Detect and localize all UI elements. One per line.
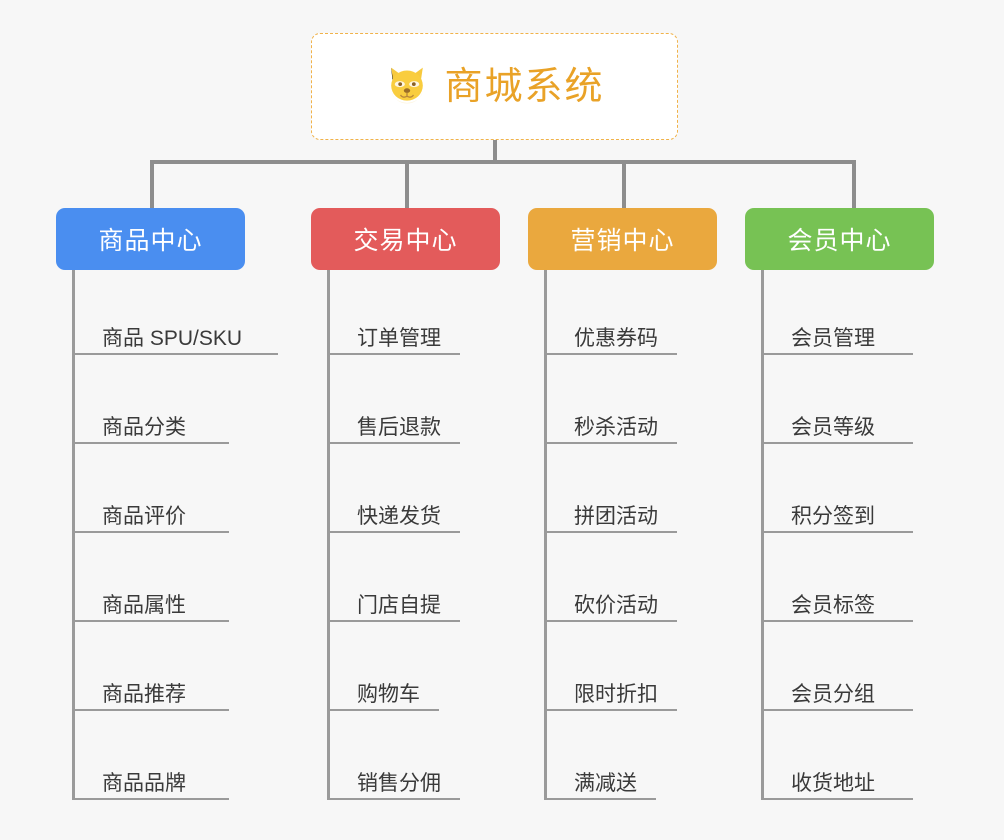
leaf-label: 优惠券码 bbox=[574, 326, 658, 350]
leaf-item[interactable]: 会员标签 bbox=[761, 580, 913, 622]
leaf-item[interactable]: 优惠券码 bbox=[544, 313, 677, 355]
leaf-label: 订单管理 bbox=[357, 326, 441, 350]
leaf-item[interactable]: 商品 SPU/SKU bbox=[72, 313, 278, 355]
leaf-item[interactable]: 满减送 bbox=[544, 758, 656, 800]
leaf-item[interactable]: 秒杀活动 bbox=[544, 402, 677, 444]
leaf-label: 会员标签 bbox=[791, 593, 875, 617]
leaf-label: 满减送 bbox=[574, 771, 637, 795]
leaf-item[interactable]: 收货地址 bbox=[761, 758, 913, 800]
leaf-label: 门店自提 bbox=[357, 593, 441, 617]
leaf-label: 会员等级 bbox=[791, 415, 875, 439]
leaf-item[interactable]: 积分签到 bbox=[761, 491, 913, 533]
leaf-label: 售后退款 bbox=[357, 415, 441, 439]
leaf-item[interactable]: 售后退款 bbox=[327, 402, 460, 444]
leaf-label: 商品属性 bbox=[102, 593, 186, 617]
leaf-label: 积分签到 bbox=[791, 504, 875, 528]
leaf-label: 快递发货 bbox=[357, 504, 441, 528]
leaf-label: 收货地址 bbox=[791, 771, 875, 795]
leaf-item[interactable]: 购物车 bbox=[327, 669, 439, 711]
leaf-item[interactable]: 订单管理 bbox=[327, 313, 460, 355]
leaf-item[interactable]: 商品评价 bbox=[72, 491, 229, 533]
leaf-item[interactable]: 限时折扣 bbox=[544, 669, 677, 711]
leaf-label: 商品评价 bbox=[102, 504, 186, 528]
leaf-item[interactable]: 会员管理 bbox=[761, 313, 913, 355]
branch-drop-connector-3 bbox=[622, 160, 626, 208]
branch-header-会员中心[interactable]: 会员中心 bbox=[745, 208, 934, 270]
leaf-item[interactable]: 砍价活动 bbox=[544, 580, 677, 622]
branch-spine-4 bbox=[761, 270, 764, 798]
root-node[interactable]: 商城系统 bbox=[311, 33, 678, 140]
leaf-label: 会员分组 bbox=[791, 682, 875, 706]
leaf-item[interactable]: 商品分类 bbox=[72, 402, 229, 444]
leaf-label: 限时折扣 bbox=[574, 682, 658, 706]
branch-spine-1 bbox=[72, 270, 75, 798]
branch-header-label: 会员中心 bbox=[787, 227, 892, 255]
root-title: 商城系统 bbox=[444, 65, 605, 108]
branch-header-label: 交易中心 bbox=[353, 227, 458, 255]
leaf-label: 拼团活动 bbox=[574, 504, 658, 528]
leaf-label: 砍价活动 bbox=[574, 593, 658, 617]
leaf-label: 商品分类 bbox=[102, 415, 186, 439]
branch-header-交易中心[interactable]: 交易中心 bbox=[311, 208, 500, 270]
leaf-label: 秒杀活动 bbox=[574, 415, 658, 439]
leaf-item[interactable]: 商品推荐 bbox=[72, 669, 229, 711]
leaf-item[interactable]: 拼团活动 bbox=[544, 491, 677, 533]
branch-header-商品中心[interactable]: 商品中心 bbox=[56, 208, 245, 270]
branch-header-label: 营销中心 bbox=[570, 227, 675, 255]
leaf-item[interactable]: 门店自提 bbox=[327, 580, 460, 622]
branch-header-label: 商品中心 bbox=[98, 227, 203, 255]
root-stem-connector bbox=[493, 140, 497, 164]
leaf-label: 会员管理 bbox=[791, 326, 875, 350]
branch-header-营销中心[interactable]: 营销中心 bbox=[528, 208, 717, 270]
branch-drop-connector-4 bbox=[852, 160, 856, 208]
branch-drop-connector-1 bbox=[150, 160, 154, 208]
leaf-item[interactable]: 会员等级 bbox=[761, 402, 913, 444]
leaf-label: 商品品牌 bbox=[102, 771, 186, 795]
leaf-item[interactable]: 快递发货 bbox=[327, 491, 460, 533]
shiba-dog-icon bbox=[391, 67, 424, 104]
branch-bus-connector bbox=[150, 160, 856, 164]
leaf-label: 销售分佣 bbox=[357, 771, 441, 795]
leaf-item[interactable]: 商品品牌 bbox=[72, 758, 229, 800]
leaf-label: 商品推荐 bbox=[102, 682, 186, 706]
branch-spine-3 bbox=[544, 270, 547, 798]
leaf-label: 购物车 bbox=[357, 682, 420, 706]
leaf-item[interactable]: 会员分组 bbox=[761, 669, 913, 711]
leaf-item[interactable]: 商品属性 bbox=[72, 580, 229, 622]
branch-spine-2 bbox=[327, 270, 330, 798]
branch-drop-connector-2 bbox=[405, 160, 409, 208]
leaf-label: 商品 SPU/SKU bbox=[102, 326, 243, 350]
leaf-item[interactable]: 销售分佣 bbox=[327, 758, 460, 800]
